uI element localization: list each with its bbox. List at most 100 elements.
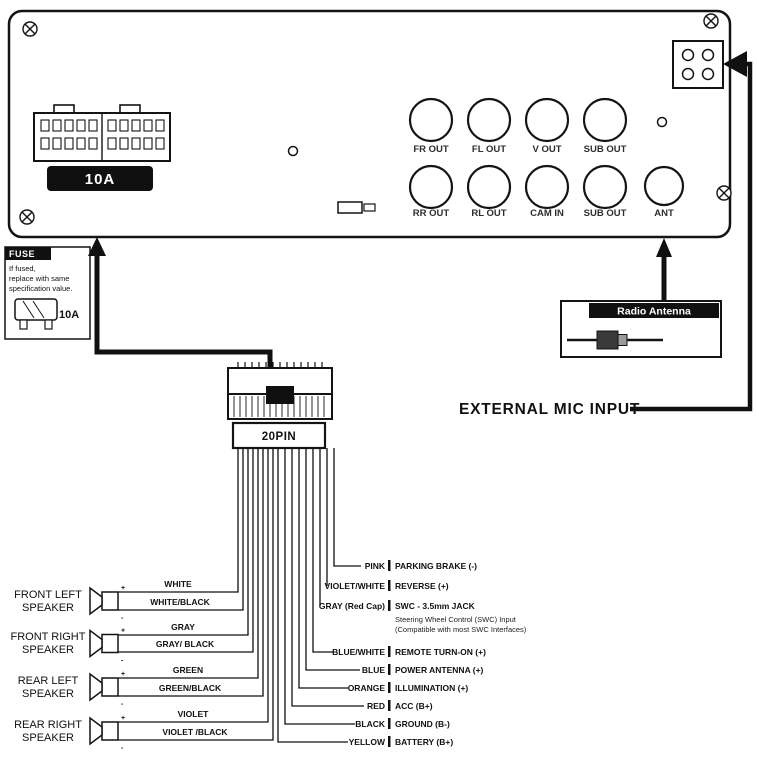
radio-antenna-box: Radio Antenna [560,300,722,358]
connector-label: 20PIN [262,431,296,443]
wire-color-label: RED [367,701,385,711]
wire-label: WHITE [164,579,192,589]
wire-color-label: BLACK [355,719,386,729]
harness-connector: 20PIN [227,362,333,450]
power-wires [277,448,364,743]
polarity-plus: + [121,671,125,678]
external-mic-callout: EXTERNAL MIC INPUT [459,51,753,418]
wire-color-label: YELLOW [349,737,386,747]
jack-cam-in [524,164,570,210]
wire-green [118,448,259,679]
wire-yellow [277,448,348,743]
antenna-arrow [656,238,672,301]
wire-violet-black [118,448,274,741]
blade-fuse-icon [14,298,58,330]
wire-color-label: BLUE [362,665,385,675]
screw-icon [716,185,732,201]
socket-pins [40,119,165,150]
speaker-name: REAR RIGHT [14,719,82,731]
wire-violet [118,448,269,723]
connector-label-box [231,421,327,450]
arrow-left-icon [723,51,747,77]
wire-label: GREEN/BLACK [159,683,222,693]
screw-icon [703,13,719,29]
wire-function-label: POWER ANTENNA (+) [395,665,484,675]
wire-color-label: PINK [365,561,386,571]
speaker-name: REAR LEFT [18,675,79,687]
polarity-minus: - [121,745,124,752]
polarity-minus: - [121,658,124,665]
jack-label-v-out: V OUT [532,144,561,155]
small-port-icon [337,201,376,214]
jack-v-out [524,97,570,143]
speaker-name: SPEAKER [22,688,74,700]
fuse-box-title: FUSE [9,249,35,259]
external-mic-label: EXTERNAL MIC INPUT [459,401,640,418]
wire-label: GREEN [173,665,203,675]
jack-label-sub-out-top: SUB OUT [584,144,627,155]
wire-orange [298,448,348,689]
jack-label-rr-out: RR OUT [413,208,450,219]
wire-function-label: REMOTE TURN-ON (+) [395,647,486,657]
connector-latch [266,386,294,404]
wire-blue [305,448,360,671]
polarity-minus: - [121,701,124,708]
fuse-note-line: replace with same [9,274,69,283]
wire-separator [388,580,391,591]
wire-color-label: ORANGE [348,683,386,693]
wire-label: GRAY [171,622,195,632]
fuse-badge-bg [47,166,153,191]
antenna-plug-icon [567,330,663,350]
arrow-up-icon [88,237,106,256]
wire-separator [388,646,391,657]
jack-labels: FR OUT FL OUT V OUT SUB OUT RR OUT RL OU… [413,144,674,219]
speaker-rear-left: + - REAR LEFT SPEAKER [18,671,125,708]
rca-jacks [408,97,685,210]
speaker-name: SPEAKER [22,602,74,614]
wire-black [284,448,355,725]
wire-gray-black [118,448,254,653]
speaker-icon [89,629,119,658]
fuse-info-box: FUSE If fused, replace with same specifi… [4,246,91,340]
swc-note-line: (Compatible with most SWC Interfaces) [395,625,527,634]
speaker-wire-labels: WHITE WHITE/BLACK GRAY GRAY/ BLACK GREEN… [150,579,228,737]
speaker-rear-right: + - REAR RIGHT SPEAKER [14,715,125,752]
wire-pink [333,448,361,567]
wire-color-label: VIOLET/WHITE [325,581,386,591]
jack-label-cam-in: CAM IN [530,208,564,219]
panel-fuse-rating: 10A [85,171,116,188]
fuse-note-line: specification value. [9,284,72,293]
wire-separator [388,600,391,611]
fuse-box-header [5,247,51,260]
wire-label: VIOLET /BLACK [162,727,228,737]
mounting-hole [287,145,299,157]
wire-function-label: ACC (B+) [395,701,433,711]
wire-function-label: BATTERY (B+) [395,737,453,747]
polarity-minus: - [121,615,124,622]
iso-socket-20pin [33,104,171,162]
jack-rl-out [466,164,512,210]
wire-label: GRAY/ BLACK [156,639,215,649]
jack-fr-out [408,97,454,143]
speaker-icon [89,586,119,616]
fuse-note-line: If fused, [9,264,36,273]
panel-cable [88,237,273,372]
wire-function-label: REVERSE (+) [395,581,449,591]
arrow-up-icon [656,238,672,257]
wire-separator [388,700,391,711]
wire-function-label: GROUND (B-) [395,719,450,729]
jack-fl-out [466,97,512,143]
polarity-plus: + [121,585,125,592]
jack-rr-out [408,164,454,210]
wire-separator [388,736,391,747]
speaker-name: SPEAKER [22,732,74,744]
speaker-wires [118,448,274,741]
wire-separator [388,718,391,729]
wire-function-label: ILLUMINATION (+) [395,683,468,693]
speaker-name: SPEAKER [22,644,74,656]
fuse-rating-label: 10A [59,309,79,321]
power-wire-labels: PINK PARKING BRAKE (-) VIOLET/WHITE REVE… [319,560,527,747]
antenna-box-header [589,303,719,318]
